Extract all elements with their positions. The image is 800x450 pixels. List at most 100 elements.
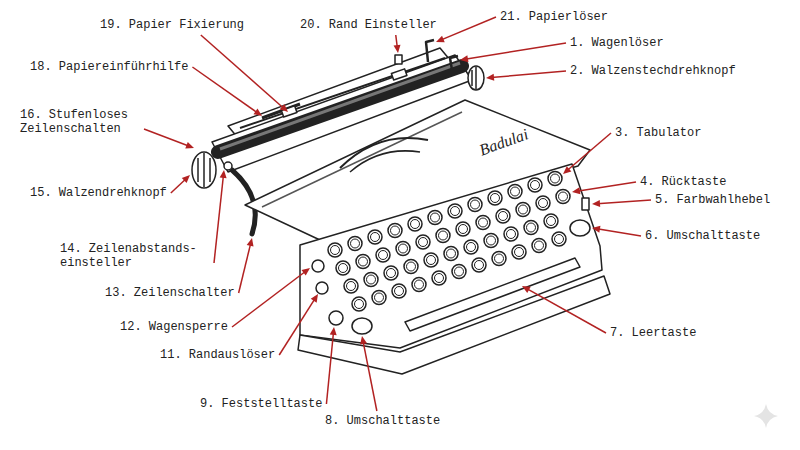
leader-arrowhead — [460, 55, 468, 62]
carriage-release — [450, 56, 458, 70]
key-cap — [515, 248, 524, 257]
part-label: 3. Tabulator — [615, 126, 701, 140]
part-label: 8. Umschalttaste — [325, 414, 440, 428]
leader-arrowhead — [280, 104, 288, 112]
leader-arrowhead — [247, 238, 254, 247]
key — [468, 198, 482, 212]
key — [508, 185, 522, 199]
key-cap — [419, 238, 428, 247]
leader-arrowhead — [360, 336, 367, 345]
key — [570, 220, 590, 236]
key — [436, 229, 450, 243]
part-label: 2. Walzenstechdrehknopf — [570, 64, 736, 78]
key — [356, 255, 370, 269]
key-cap — [475, 261, 484, 270]
leader-arrowhead — [394, 45, 401, 53]
leader-arrowhead — [572, 187, 580, 194]
key — [536, 196, 550, 210]
leader-line — [441, 17, 496, 40]
part-label: 12. Wagensperre — [120, 320, 228, 334]
key-cap — [371, 233, 380, 242]
leader-arrowhead — [436, 36, 445, 42]
key — [412, 278, 426, 292]
leader-line — [577, 182, 636, 191]
key — [488, 191, 502, 205]
key-cap — [451, 207, 460, 216]
key — [472, 258, 486, 272]
key-cap — [351, 239, 360, 248]
key-cap — [391, 226, 400, 235]
key-cap — [427, 256, 436, 265]
leader-line — [232, 271, 306, 327]
part-label: 1. Wagenlöser — [570, 36, 664, 50]
key-cap — [435, 274, 444, 283]
type-basket — [350, 151, 420, 172]
key-cap — [511, 187, 520, 196]
key — [456, 222, 470, 236]
key — [544, 214, 558, 228]
keyboard-deck — [300, 164, 602, 348]
key-cap — [379, 251, 388, 260]
space-bar — [405, 258, 580, 331]
key — [416, 235, 430, 249]
key — [388, 224, 402, 238]
leader-line — [597, 229, 641, 236]
key — [344, 279, 358, 293]
key-cap — [455, 267, 464, 276]
leader-arrowhead — [563, 166, 571, 174]
key — [496, 209, 510, 223]
part-label: 13. Zeilenschalter — [105, 286, 235, 300]
spacing-selector — [224, 162, 232, 170]
key — [464, 240, 478, 254]
key-cap — [367, 275, 376, 284]
knob-ridge — [471, 70, 473, 86]
key — [504, 227, 518, 241]
leader-arrowhead — [311, 294, 318, 303]
leader-line — [526, 288, 606, 333]
key — [376, 248, 390, 262]
key-cap — [499, 212, 508, 221]
key — [372, 291, 386, 305]
leader-arrowhead — [330, 327, 337, 335]
key-cap — [431, 213, 440, 222]
leader-line — [597, 200, 651, 204]
key — [432, 271, 446, 285]
key — [348, 237, 362, 251]
key-cap — [355, 300, 364, 309]
key-cap — [519, 205, 528, 214]
leader-line — [567, 133, 611, 171]
key-cap — [375, 293, 384, 302]
leader-arrowhead — [185, 142, 194, 149]
key-cap — [331, 246, 340, 255]
key — [492, 252, 506, 266]
key — [312, 260, 324, 272]
key — [404, 260, 418, 274]
part-label: 16. Stufenloses Zeilenschalten — [20, 108, 140, 136]
key — [352, 318, 372, 334]
key — [484, 234, 498, 248]
key — [524, 221, 538, 235]
leader-line — [171, 178, 187, 193]
key — [548, 172, 562, 186]
leader-arrowhead — [592, 226, 600, 233]
key-cap — [479, 218, 488, 227]
key-cap — [395, 287, 404, 296]
leader-line — [363, 341, 377, 411]
key — [556, 190, 570, 204]
leader-line — [465, 43, 566, 59]
part-label: 7. Leertaste — [610, 326, 696, 340]
leader-arrowhead — [182, 175, 190, 183]
left-knob — [192, 152, 216, 188]
leader-line — [201, 35, 284, 109]
key — [452, 265, 466, 279]
key — [328, 243, 342, 257]
key-cap — [359, 257, 368, 266]
leader-arrowhead — [522, 286, 531, 293]
key-cap — [415, 280, 424, 289]
key-cap — [531, 181, 540, 190]
key — [476, 216, 490, 230]
key-cap — [555, 235, 564, 244]
key — [329, 311, 343, 325]
leader-line — [279, 298, 315, 355]
knob-ridge — [203, 153, 205, 187]
